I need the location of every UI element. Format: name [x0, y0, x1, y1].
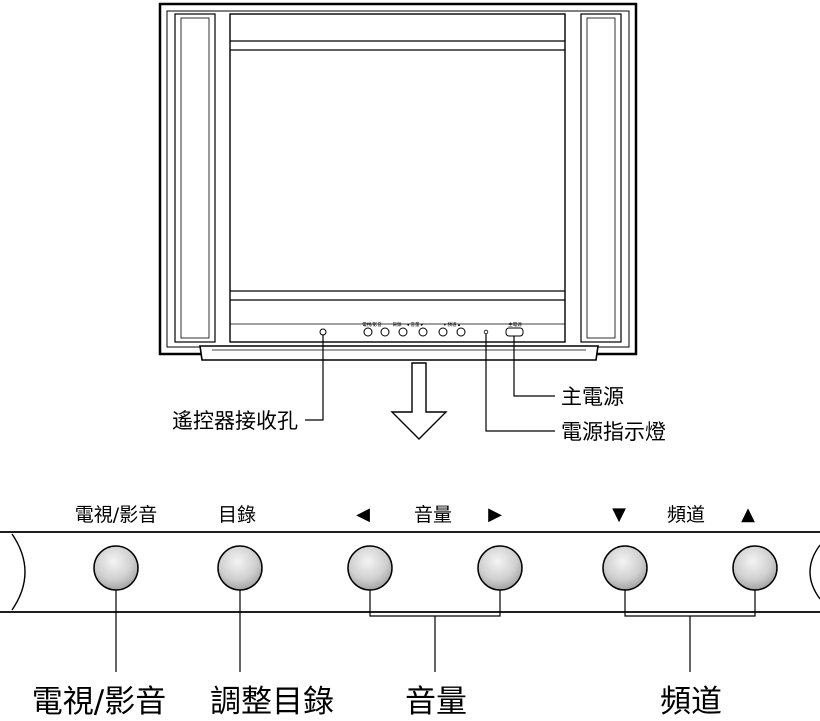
- top-label-channel: 頻道: [667, 504, 705, 526]
- callout-lines: [305, 334, 555, 432]
- control-strip-bottom-labels: 電視/影音 調整目錄 音量 頻道: [32, 684, 722, 720]
- volume-left-arrow-icon: ◀: [356, 504, 370, 525]
- tv-mini-button-vol-up: [418, 327, 428, 337]
- tv-mini-button-menu: [380, 327, 390, 337]
- tv-mini-label-menu: 目錄: [393, 321, 402, 328]
- tv-mini-main-power-button: [505, 327, 524, 337]
- tv-mini-label-channel: ▾ 頻道 ▴: [444, 321, 461, 328]
- strip-right-end-cap: [809, 544, 820, 600]
- tv-cabinet-inner-outline: [166, 10, 630, 348]
- bottom-label-channel: 頻道: [660, 684, 722, 720]
- control-buttons: [93, 545, 778, 591]
- channel-bracket: [624, 590, 756, 672]
- bottom-label-adjust-menu: 調整目錄: [210, 684, 334, 720]
- tv-mini-button-tv-av: [363, 327, 373, 337]
- remote-receiver-label: 遙控器接收孔: [172, 409, 298, 433]
- button-leader-lines: [115, 590, 756, 672]
- power-indicator-label: 電源指示燈: [561, 420, 666, 444]
- channel-down-button: [602, 545, 648, 591]
- tv-base: [199, 345, 599, 361]
- tv-remote-sensor: [319, 328, 327, 336]
- top-label-tv-av: 電視/影音: [75, 504, 157, 526]
- control-strip-top-labels: 電視/影音 目錄 ◀ 音量 ▶ ▼ 頻道 ▲: [75, 504, 755, 526]
- tv-mini-label-volume: ◂ 音量 ▸: [407, 321, 424, 328]
- bottom-label-tv-av: 電視/影音: [32, 684, 166, 720]
- top-label-volume: 音量: [414, 504, 452, 526]
- tv-mini-button-ch-down: [438, 327, 448, 337]
- channel-up-arrow-icon: ▲: [741, 504, 755, 525]
- volume-right-arrow-icon: ▶: [488, 504, 502, 525]
- main-power-callout-line: [513, 336, 555, 397]
- tv-mini-label-power: 主電源: [508, 321, 522, 328]
- television: [158, 2, 638, 361]
- menu-button: [217, 545, 263, 591]
- volume-up-button: [477, 545, 523, 591]
- tv-mini-label-tv-av: 電視/影音: [362, 321, 382, 328]
- right-speaker-panel: [580, 13, 622, 343]
- tv-mini-controls: 電視/影音 目錄 ◂ 音量 ▸ ▾ 頻道 ▴ 主電源: [319, 321, 524, 337]
- tv-mini-button-vol-down: [398, 327, 408, 337]
- strip-left-end-cap: [11, 533, 26, 611]
- tv-av-button: [93, 545, 139, 591]
- channel-down-arrow-icon: ▼: [612, 504, 626, 525]
- remote-receiver-callout-line: [305, 335, 324, 421]
- tv-screen: [229, 13, 566, 343]
- zoom-down-arrow: [390, 362, 448, 440]
- volume-bracket: [369, 590, 501, 672]
- top-label-menu: 目錄: [218, 504, 256, 526]
- tv-power-indicator-led: [483, 329, 489, 335]
- main-power-label: 主電源: [561, 385, 624, 409]
- volume-down-button: [347, 545, 393, 591]
- power-indicator-callout-line: [485, 334, 555, 432]
- channel-up-button: [732, 545, 778, 591]
- control-strip-band: [0, 531, 820, 613]
- left-speaker-panel: [174, 13, 216, 343]
- tv-mini-button-ch-up: [456, 327, 466, 337]
- bottom-label-volume: 音量: [405, 684, 467, 720]
